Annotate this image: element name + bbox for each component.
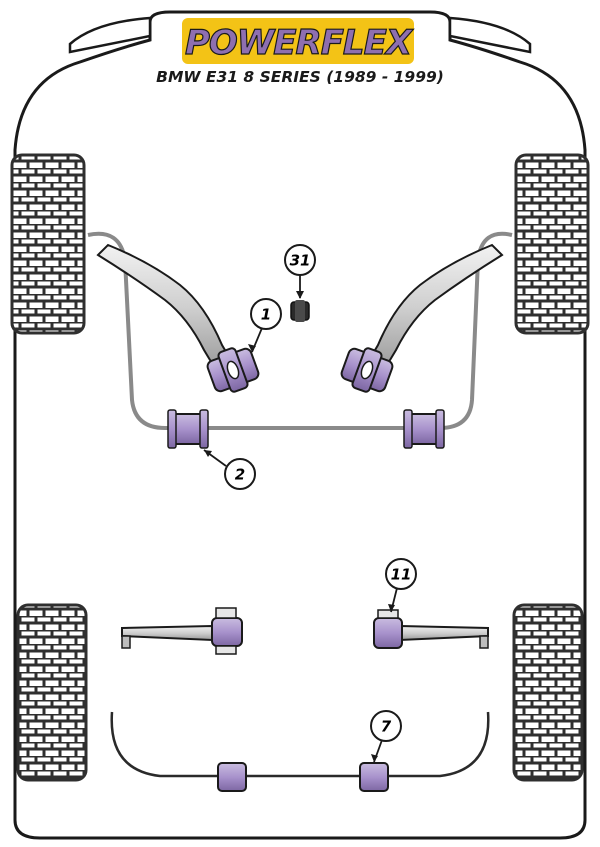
rear-left-tyre bbox=[16, 603, 88, 782]
bush-item-2-right bbox=[403, 409, 445, 449]
rear-right-tyre bbox=[512, 603, 584, 782]
bush-item-1-right bbox=[340, 347, 394, 393]
rear-anti-roll-bar bbox=[110, 711, 490, 778]
model-subtitle: BMW E31 8 SERIES (1989 - 1999) bbox=[156, 68, 444, 86]
callout-31: 31 bbox=[284, 244, 316, 299]
rear-left-bush bbox=[211, 607, 243, 655]
callout-2-text: 2 bbox=[235, 466, 245, 484]
callout-1: 1 bbox=[248, 298, 282, 353]
bush-item-1-left bbox=[206, 347, 260, 393]
bush-item-7 bbox=[359, 762, 389, 792]
front-anti-roll-bar bbox=[87, 231, 513, 430]
callout-1-text: 1 bbox=[261, 306, 271, 324]
right-mirror bbox=[448, 16, 532, 54]
rear-right-arm bbox=[399, 624, 489, 649]
bush-item-11 bbox=[373, 609, 403, 649]
car-body-outline bbox=[13, 10, 587, 840]
callout-7: 7 bbox=[370, 710, 402, 763]
callout-31-text: 31 bbox=[290, 252, 311, 270]
callout-2: 2 bbox=[203, 449, 256, 490]
powerflex-logo: POWERFLEX bbox=[182, 18, 415, 64]
bush-item-31 bbox=[290, 300, 310, 322]
rear-bar-bush-left bbox=[217, 762, 247, 792]
front-right-lower-arm bbox=[366, 243, 504, 372]
left-mirror bbox=[68, 16, 152, 54]
logo-text: POWERFLEX bbox=[185, 23, 414, 63]
callout-11-text: 11 bbox=[391, 566, 412, 584]
rear-left-arm bbox=[121, 624, 213, 649]
callout-11: 11 bbox=[385, 558, 417, 613]
bush-item-2-left bbox=[167, 409, 209, 449]
front-right-tyre bbox=[514, 153, 590, 335]
front-left-lower-arm bbox=[96, 243, 234, 372]
callout-7-text: 7 bbox=[381, 718, 392, 736]
front-left-tyre bbox=[10, 153, 86, 335]
